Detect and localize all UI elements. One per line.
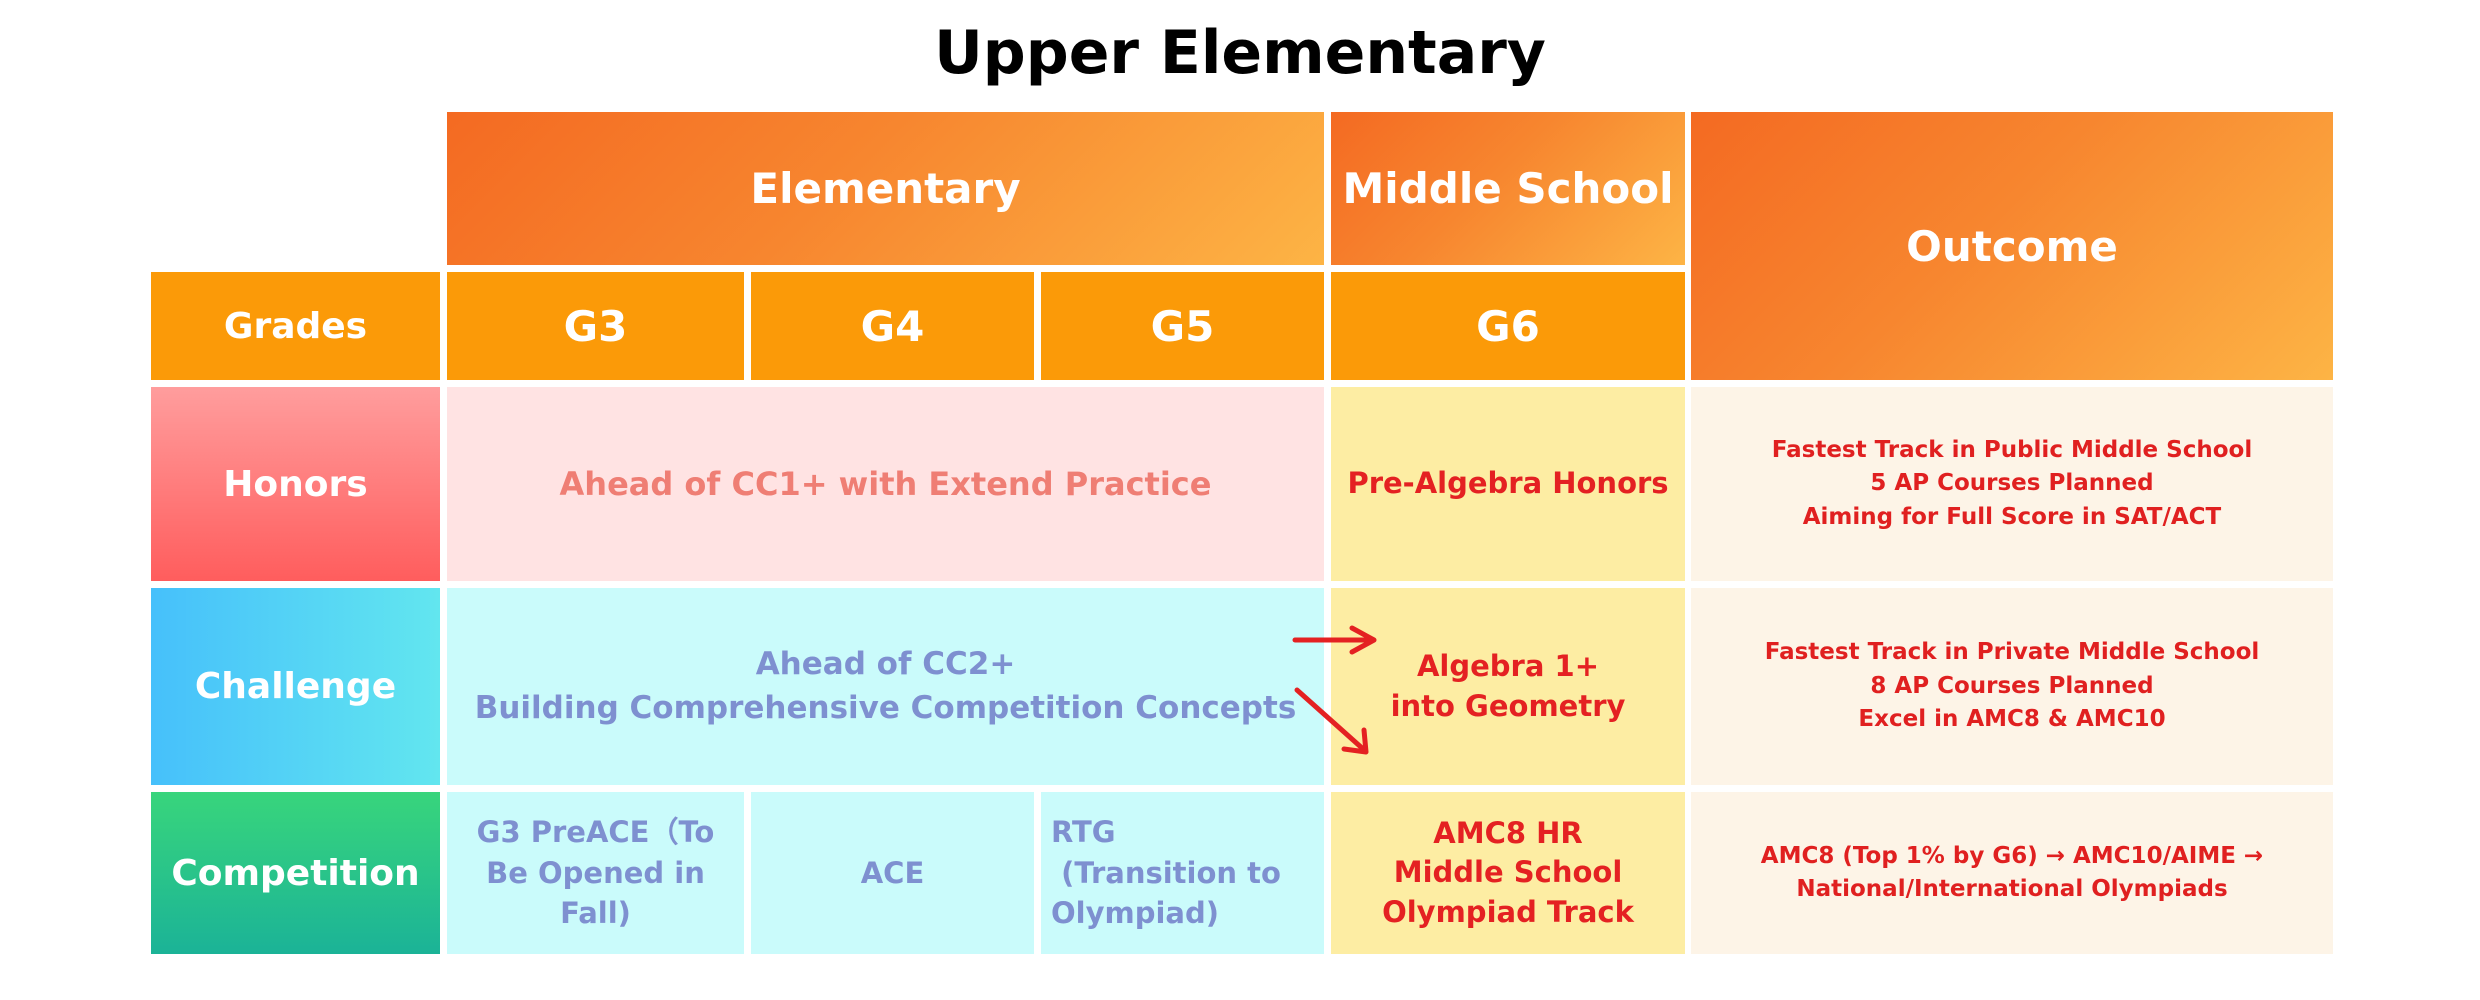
challenge-elementary-cell: Ahead of CC2+ Building Comprehensive Com… xyxy=(447,588,1324,785)
grade-g6-label: G6 xyxy=(1476,301,1540,351)
competition-g5-line: RTG xyxy=(1051,815,1116,850)
grade-g5: G5 xyxy=(1041,272,1324,380)
competition-g6-line: AMC8 HR xyxy=(1433,816,1583,851)
honors-g6-text: Pre-Algebra Honors xyxy=(1347,466,1669,501)
challenge-g6-cell: Algebra 1+ into Geometry xyxy=(1331,588,1685,785)
header-elementary: Elementary xyxy=(447,112,1324,265)
challenge-outcome-line: 8 AP Courses Planned xyxy=(1870,672,2154,699)
grades-label-cell: Grades xyxy=(151,272,440,380)
honors-outcome-line: Aiming for Full Score in SAT/ACT xyxy=(1802,503,2222,530)
grade-g4: G4 xyxy=(751,272,1034,380)
grades-label: Grades xyxy=(223,305,368,347)
page-title: Upper Elementary xyxy=(934,18,1546,88)
competition-outcome-line: AMC8 (Top 1% by G6) → AMC10/AIME → xyxy=(1760,842,2264,869)
competition-g6-line: Middle School xyxy=(1393,855,1623,890)
challenge-elementary-line: Building Comprehensive Competition Conce… xyxy=(474,689,1297,726)
competition-g6-line: Olympiad Track xyxy=(1382,894,1634,929)
challenge-outcome-line: Excel in AMC8 & AMC10 xyxy=(1858,706,2166,733)
challenge-label: Challenge xyxy=(194,666,397,707)
row-label-honors: Honors xyxy=(151,387,440,581)
grade-g6: G6 xyxy=(1331,272,1685,380)
challenge-g6-line: into Geometry xyxy=(1390,688,1626,723)
competition-g3-line: Be Opened in xyxy=(486,855,705,890)
header-middle-school-label: Middle School xyxy=(1342,164,1674,213)
competition-outcome-line: National/International Olympiads xyxy=(1796,876,2228,902)
grade-g3-label: G3 xyxy=(563,301,628,351)
challenge-outcome-line: Fastest Track in Private Middle School xyxy=(1764,639,2260,666)
grade-g4-label: G4 xyxy=(860,301,925,351)
competition-g5-line: (Transition to xyxy=(1051,855,1281,890)
honors-g6-cell: Pre-Algebra Honors xyxy=(1331,387,1685,581)
challenge-outcome-cell: Fastest Track in Private Middle School 8… xyxy=(1691,588,2333,785)
competition-g6-cell: AMC8 HR Middle School Olympiad Track xyxy=(1331,792,1685,954)
competition-g4-text: ACE xyxy=(860,855,925,890)
honors-outcome-line: Fastest Track in Public Middle School xyxy=(1771,436,2253,463)
competition-g3-line: G3 PreACE（To xyxy=(476,815,715,850)
competition-g3-cell: G3 PreACE（To Be Opened in Fall) xyxy=(447,792,744,954)
competition-outcome-cell: AMC8 (Top 1% by G6) → AMC10/AIME → Natio… xyxy=(1691,792,2333,954)
grade-g5-label: G5 xyxy=(1150,301,1215,351)
competition-g3-line: Fall) xyxy=(560,896,631,931)
honors-elementary-text: Ahead of CC1+ with Extend Practice xyxy=(559,465,1212,503)
row-label-competition: Competition xyxy=(151,792,440,954)
header-outcome: Outcome xyxy=(1691,112,2333,380)
honors-elementary-cell: Ahead of CC1+ with Extend Practice xyxy=(447,387,1324,581)
header-elementary-label: Elementary xyxy=(750,164,1021,213)
competition-g4-cell: ACE xyxy=(751,792,1034,954)
header-outcome-label: Outcome xyxy=(1906,221,2118,271)
competition-g5-line: Olympiad) xyxy=(1051,896,1219,931)
competition-g5-cell: RTG (Transition to Olympiad) xyxy=(1041,792,1324,954)
challenge-elementary-line: Ahead of CC2+ xyxy=(755,646,1016,683)
competition-label: Competition xyxy=(171,852,420,894)
row-label-challenge: Challenge xyxy=(151,588,440,785)
honors-outcome-line: 5 AP Courses Planned xyxy=(1870,470,2154,497)
header-middle-school: Middle School xyxy=(1331,112,1685,265)
challenge-g6-line: Algebra 1+ xyxy=(1416,649,1599,684)
grade-g3: G3 xyxy=(447,272,744,380)
honors-label: Honors xyxy=(223,463,368,505)
honors-outcome-cell: Fastest Track in Public Middle School 5 … xyxy=(1691,387,2333,581)
